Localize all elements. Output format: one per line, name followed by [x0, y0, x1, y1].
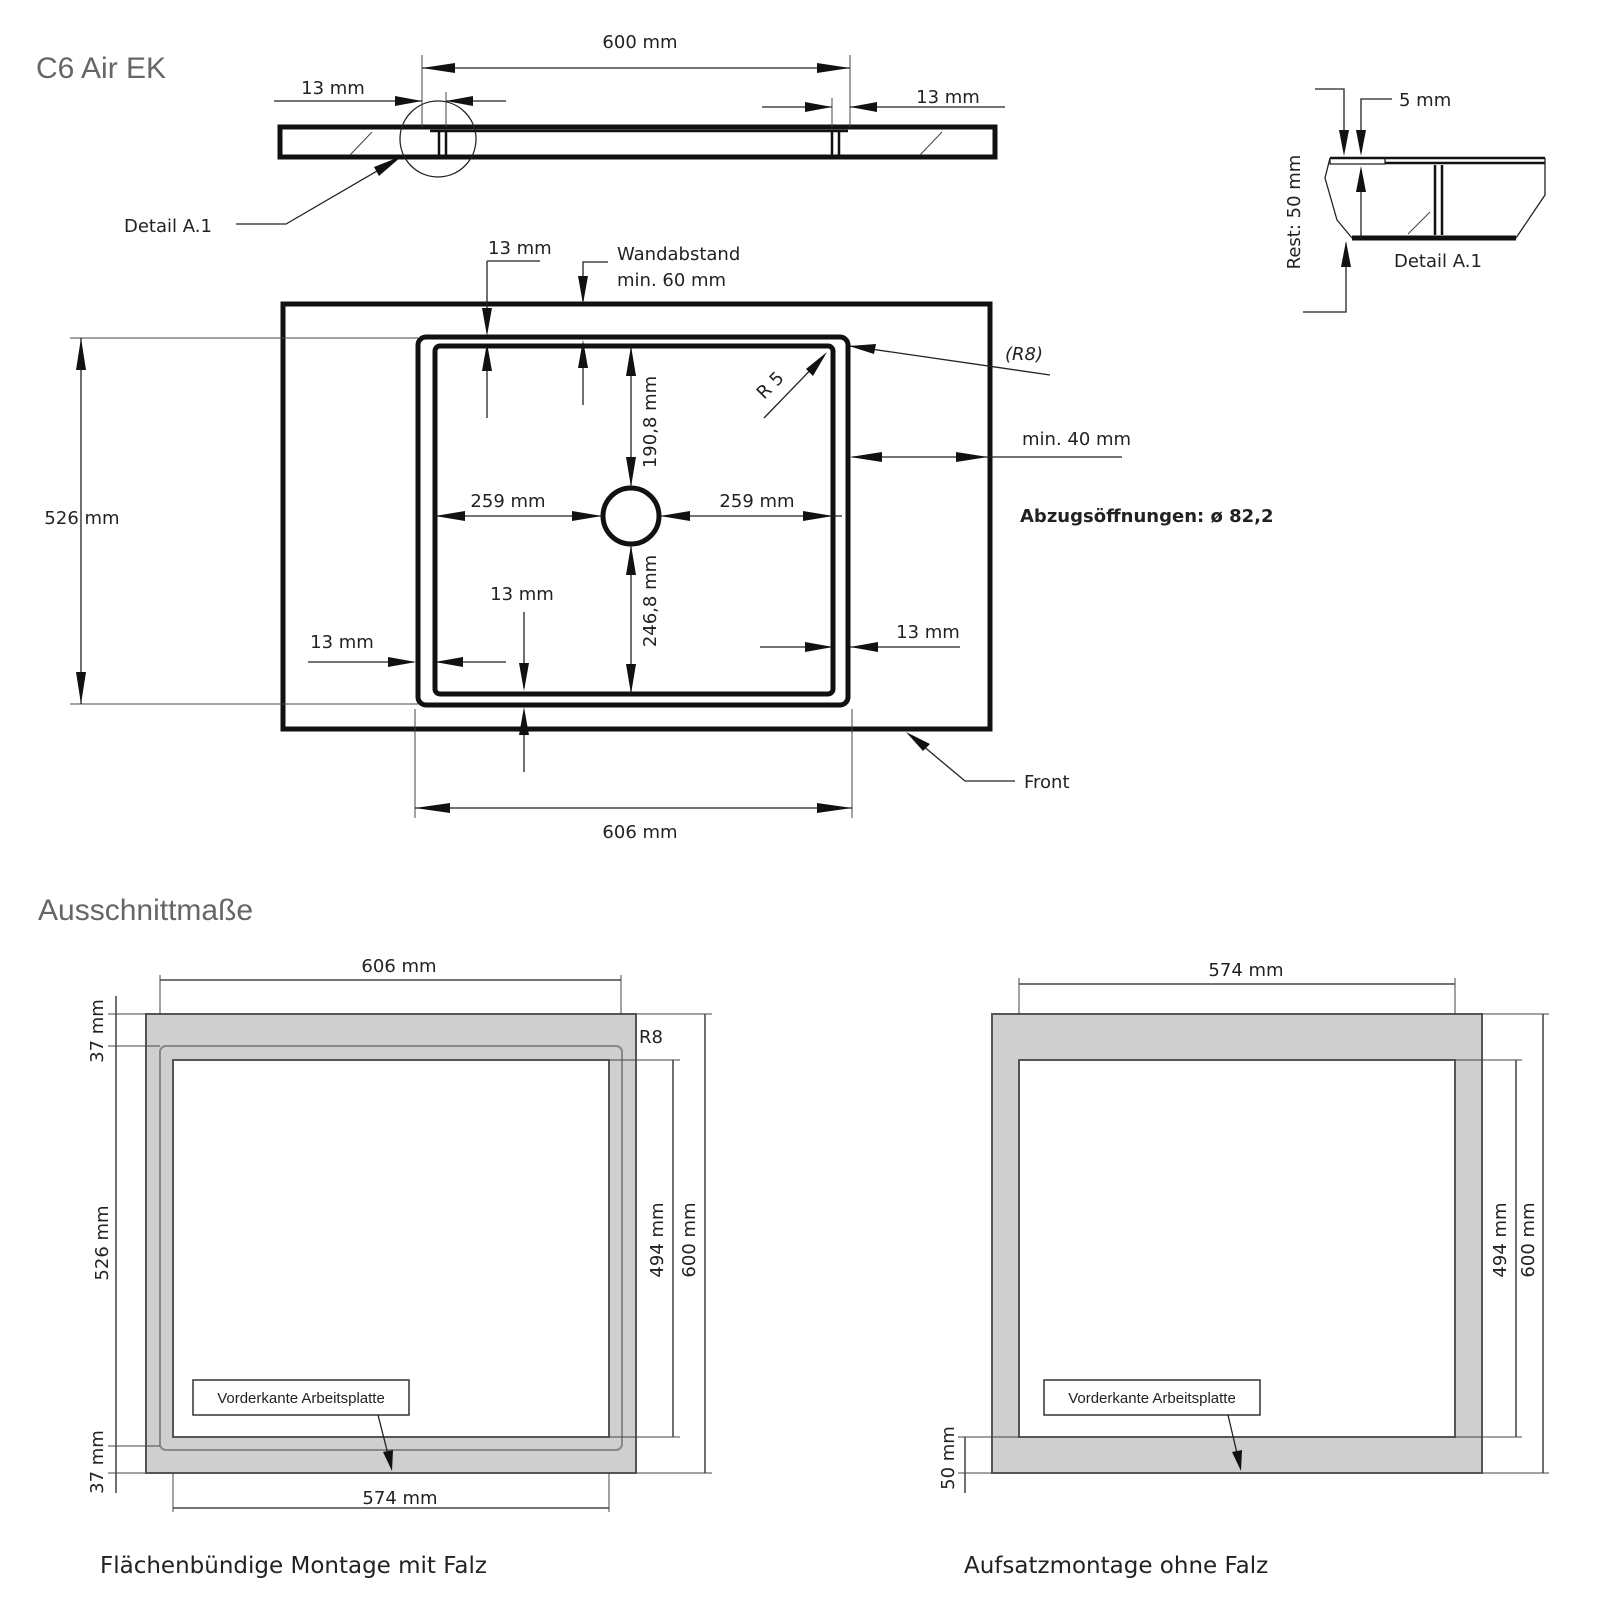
cutout-flush-mount: 606 mm 37 mm 526 mm 37 mm R8 494 mm 600 …: [87, 956, 712, 1579]
dim-259-right: 259 mm: [719, 491, 794, 512]
cutout-left-606: 606 mm: [361, 956, 436, 977]
worktop-outline: [280, 301, 993, 732]
detail-callout-label: Detail A.1: [124, 216, 212, 237]
drain-opening-label: Abzugsöffnungen: ø 82,2: [1020, 506, 1274, 527]
cutout-opening-right: [1018, 1059, 1456, 1438]
cutout-right-600: 600 mm: [1518, 1202, 1539, 1277]
dim-259-left: 259 mm: [470, 491, 545, 512]
front-edge-label-left: Vorderkante Arbeitsplatte: [217, 1390, 385, 1407]
worktop-section: [277, 124, 998, 160]
cutout-surface-mount: 574 mm 494 mm 600 mm 50 mm Vorderkante A…: [938, 960, 1549, 1579]
cutout-right-574: 574 mm: [1208, 960, 1283, 981]
rebate-edge: [159, 1045, 623, 1451]
front-label: Front: [1024, 772, 1070, 793]
plan-view: 526 mm 13 mm Wandabstand min. 60 mm (R8)…: [44, 238, 1273, 843]
dim-13-top: 13 mm: [488, 238, 552, 259]
dim-13-inner: 13 mm: [490, 584, 554, 605]
drain-opening: [600, 485, 662, 547]
detail-a1: 5 mm Rest: 50 mm Detail A.1: [1284, 88, 1546, 313]
radius-r8: (R8): [1005, 344, 1043, 365]
wall-distance-line1: Wandabstand: [617, 244, 740, 265]
detail-rest: Rest: 50 mm: [1284, 155, 1305, 270]
dim-1908: 190,8 mm: [640, 376, 661, 468]
cutout-left-r8: R8: [639, 1027, 663, 1048]
dim-13-left: 13 mm: [310, 632, 374, 653]
detail-circle: [399, 100, 477, 178]
detail-5mm: 5 mm: [1399, 90, 1451, 111]
dim-13-right: 13 mm: [896, 622, 960, 643]
dim-13-top-left: 13 mm: [301, 78, 365, 99]
dim-526-plan: 526 mm: [44, 508, 119, 529]
cutout-left-600: 600 mm: [679, 1202, 700, 1277]
cutout-left-494: 494 mm: [647, 1202, 668, 1277]
cutout-right-494: 494 mm: [1490, 1202, 1511, 1277]
sink-bowl: [432, 343, 836, 697]
front-edge-box-right: [1043, 1379, 1261, 1416]
caption-flush-mount: Flächenbündige Montage mit Falz: [100, 1553, 487, 1579]
cutout-section-title: Ausschnittmaße: [38, 894, 253, 927]
dim-600-top: 600 mm: [602, 32, 677, 53]
front-edge-label-right: Vorderkante Arbeitsplatte: [1068, 1390, 1236, 1407]
dim-13-top-right: 13 mm: [916, 87, 980, 108]
cutout-left-526: 526 mm: [92, 1205, 113, 1280]
cutout-right-50: 50 mm: [938, 1426, 959, 1490]
dim-606-plan: 606 mm: [602, 822, 677, 843]
sink-outer: [415, 334, 851, 708]
side-section-view: 600 mm 13 mm 13 mm Detail A.1: [124, 32, 1005, 237]
detail-label: Detail A.1: [1394, 251, 1482, 272]
cutout-opening: [172, 1059, 610, 1438]
dim-2468: 246,8 mm: [640, 555, 661, 647]
dim-min40: min. 40 mm: [1022, 429, 1131, 450]
caption-surface-mount: Aufsatzmontage ohne Falz: [964, 1553, 1268, 1579]
wall-distance-line2: min. 60 mm: [617, 270, 726, 291]
cutout-left-37-top: 37 mm: [87, 999, 108, 1063]
cutout-left-574: 574 mm: [362, 1488, 437, 1509]
product-title: C6 Air EK: [36, 52, 166, 85]
front-edge-box-left: [192, 1379, 410, 1416]
cutout-left-37-bottom: 37 mm: [87, 1430, 108, 1494]
